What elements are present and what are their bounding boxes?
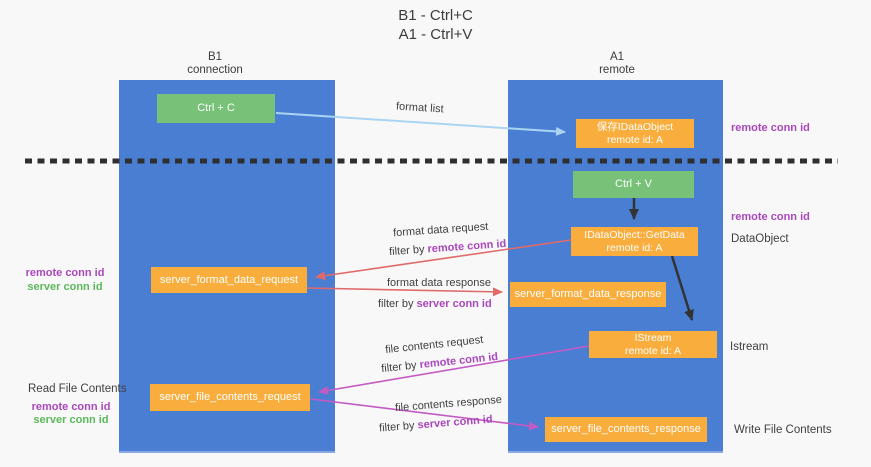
node-save-idataobject-line1: 保存IDataObject bbox=[596, 120, 674, 133]
annotation-conn-ids-left-1: remote conn id server conn id bbox=[20, 266, 110, 294]
filter-by-text: filter by bbox=[378, 298, 417, 310]
annotation-istream: Istream bbox=[730, 341, 769, 353]
node-format-response-label: server_format_data_response bbox=[514, 288, 662, 300]
diagram-title: B1 - Ctrl+C A1 - Ctrl+V bbox=[0, 6, 871, 44]
node-server-format-data-response: server_format_data_response bbox=[510, 282, 666, 307]
label-format-list: format list bbox=[395, 100, 445, 116]
label-format-data-response: format data response bbox=[387, 277, 491, 289]
node-ctrl-c: Ctrl + C bbox=[157, 94, 275, 123]
label-file-contents-response: file contents response bbox=[394, 393, 503, 415]
annotation-read-file-contents: Read File Contents bbox=[28, 383, 127, 395]
node-getdata-line1: IDataObject::GetData bbox=[584, 228, 685, 241]
node-istream-line2: remote id: A bbox=[624, 344, 682, 357]
lane-header-a1: A1 remote bbox=[547, 51, 687, 77]
node-save-idataobject-line2: remote id: A bbox=[606, 133, 664, 146]
label-file-contents-request: file contents request bbox=[384, 333, 484, 357]
server-conn-id-text: server conn id bbox=[417, 413, 494, 432]
node-ctrl-c-label: Ctrl + C bbox=[197, 102, 235, 114]
annotation-remote-conn-id-mid: remote conn id bbox=[731, 211, 810, 223]
remote-conn-id-text: remote conn id bbox=[427, 237, 507, 256]
annotation-remote-conn-id-left-2: remote conn id bbox=[31, 401, 111, 413]
node-istream: IStream remote id: A bbox=[589, 331, 717, 358]
node-save-idataobject: 保存IDataObject remote id: A bbox=[576, 119, 694, 148]
node-server-file-contents-response: server_file_contents_response bbox=[545, 417, 707, 442]
node-ctrl-v-label: Ctrl + V bbox=[615, 178, 652, 190]
remote-conn-id-text: remote conn id bbox=[418, 350, 499, 372]
label-filter-by-server-conn-id-2: filter by server conn id bbox=[379, 414, 493, 435]
annotation-server-conn-id-left-1: server conn id bbox=[27, 281, 103, 293]
lane-b1-name: B1 bbox=[207, 51, 223, 63]
node-idataobject-getdata: IDataObject::GetData remote id: A bbox=[571, 227, 698, 256]
node-server-file-contents-request: server_file_contents_request bbox=[150, 384, 310, 411]
annotation-remote-conn-id-left-1: remote conn id bbox=[25, 267, 105, 279]
annotation-remote-conn-id-top: remote conn id bbox=[731, 122, 810, 134]
title-line-2: A1 - Ctrl+V bbox=[398, 26, 473, 43]
node-istream-line1: IStream bbox=[634, 331, 672, 344]
label-format-data-request: format data request bbox=[392, 220, 489, 240]
filter-by-text: filter by bbox=[388, 243, 428, 259]
lane-b1-subtitle: connection bbox=[187, 64, 243, 76]
lane-a1-name: A1 bbox=[609, 51, 625, 63]
node-getdata-line2: remote id: A bbox=[606, 241, 663, 254]
title-line-1: B1 - Ctrl+C bbox=[398, 7, 473, 24]
node-server-format-data-request: server_format_data_request bbox=[151, 267, 307, 293]
annotation-server-conn-id-left-2: server conn id bbox=[33, 414, 109, 426]
lane-a1-subtitle: remote bbox=[599, 64, 635, 76]
node-file-response-label: server_file_contents_response bbox=[551, 423, 701, 435]
annotation-conn-ids-left-2: remote conn id server conn id bbox=[25, 401, 117, 427]
annotation-dataobject: DataObject bbox=[731, 233, 789, 245]
node-format-request-label: server_format_data_request bbox=[159, 273, 299, 286]
annotation-write-file-contents: Write File Contents bbox=[734, 424, 832, 436]
filter-by-text: filter by bbox=[378, 419, 419, 435]
node-file-request-label: server_file_contents_request bbox=[159, 391, 301, 403]
node-ctrl-v: Ctrl + V bbox=[573, 171, 694, 198]
lane-header-b1: B1 connection bbox=[145, 51, 285, 77]
label-filter-by-remote-conn-id-1: filter by remote conn id bbox=[389, 238, 507, 258]
filter-by-text: filter by bbox=[380, 359, 421, 376]
label-filter-by-server-conn-id-1: filter by server conn id bbox=[378, 298, 492, 310]
server-conn-id-text: server conn id bbox=[416, 298, 492, 310]
